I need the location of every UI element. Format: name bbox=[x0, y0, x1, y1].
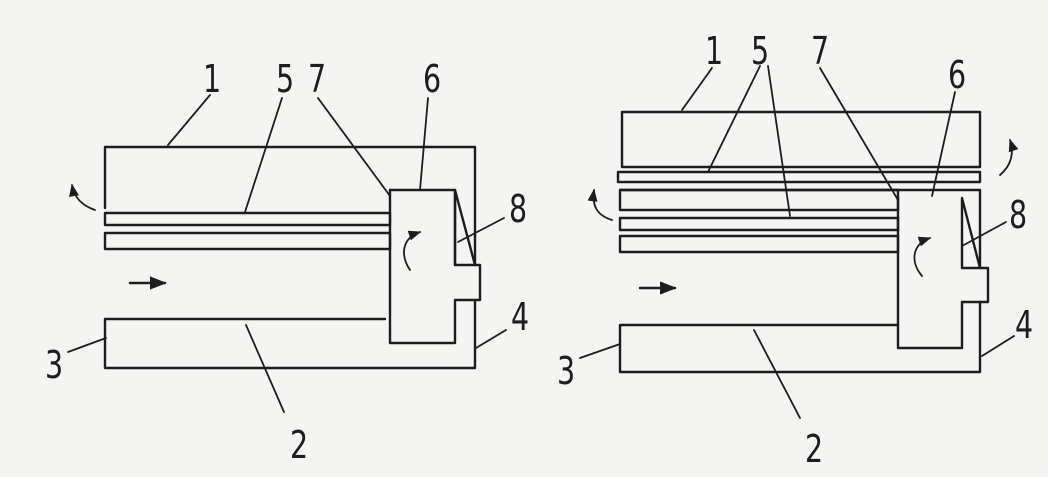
right-leader-7 bbox=[819, 67, 899, 201]
right-outer-tube bbox=[618, 188, 990, 374]
left-label-5: 5 bbox=[276, 57, 294, 101]
left-label-8: 8 bbox=[509, 187, 527, 231]
right-leader-5a bbox=[707, 65, 761, 173]
left-leader-4 bbox=[475, 329, 507, 349]
left-leader-3 bbox=[67, 337, 107, 353]
right-leader-6 bbox=[931, 91, 956, 197]
right-plug bbox=[896, 196, 982, 350]
left-leader-8 bbox=[457, 217, 505, 243]
right-leader-4 bbox=[981, 335, 1015, 357]
left-label-7: 7 bbox=[308, 57, 326, 101]
right-label-7: 7 bbox=[811, 29, 829, 73]
left-label-2: 2 bbox=[290, 423, 308, 467]
right-label-3: 3 bbox=[557, 349, 575, 393]
right-leader-3 bbox=[579, 343, 621, 359]
right-label-1: 1 bbox=[705, 29, 723, 73]
right-return-arrow-icon bbox=[587, 188, 613, 221]
right-inner-tube-wall bbox=[618, 216, 900, 232]
right-label-4: 4 bbox=[1015, 303, 1033, 347]
right-figure: 1 5 7 6 8 4 3 2 bbox=[557, 29, 1033, 471]
right-inner-tube-upper bbox=[616, 170, 982, 184]
right-upper-gap bbox=[618, 188, 900, 212]
left-leader-6 bbox=[419, 97, 429, 191]
left-outer-tube bbox=[103, 145, 482, 370]
right-leader-5b bbox=[767, 65, 791, 217]
right-leader-1 bbox=[681, 67, 713, 111]
right-leader-2 bbox=[753, 329, 801, 419]
right-inner-tube-base bbox=[618, 234, 900, 254]
left-plug-face bbox=[388, 188, 457, 267]
right-label-5: 5 bbox=[751, 29, 769, 73]
left-figure: 1 5 7 6 8 4 3 2 bbox=[45, 57, 529, 467]
right-leader-8 bbox=[961, 221, 1007, 247]
right-outer-top-tube bbox=[620, 110, 982, 169]
left-label-6: 6 bbox=[423, 57, 441, 101]
left-label-4: 4 bbox=[511, 295, 529, 339]
left-inner-tube-base bbox=[103, 231, 392, 251]
left-label-3: 3 bbox=[45, 343, 63, 387]
right-label-8: 8 bbox=[1009, 193, 1027, 237]
right-label-2: 2 bbox=[805, 427, 823, 471]
left-label-1: 1 bbox=[203, 57, 221, 101]
left-leader-5 bbox=[244, 97, 283, 213]
left-leader-1 bbox=[167, 94, 211, 146]
right-label-6: 6 bbox=[948, 53, 966, 97]
left-leader-2 bbox=[245, 324, 285, 413]
right-top-arrow-icon bbox=[999, 138, 1019, 176]
right-recirculation-arrow-icon bbox=[913, 236, 932, 277]
left-recirculation-arrow-icon bbox=[403, 230, 422, 271]
left-return-arrow-icon bbox=[69, 183, 96, 211]
left-plug bbox=[388, 188, 477, 345]
left-leader-7 bbox=[317, 97, 391, 197]
left-inner-tube-wall bbox=[103, 211, 392, 227]
